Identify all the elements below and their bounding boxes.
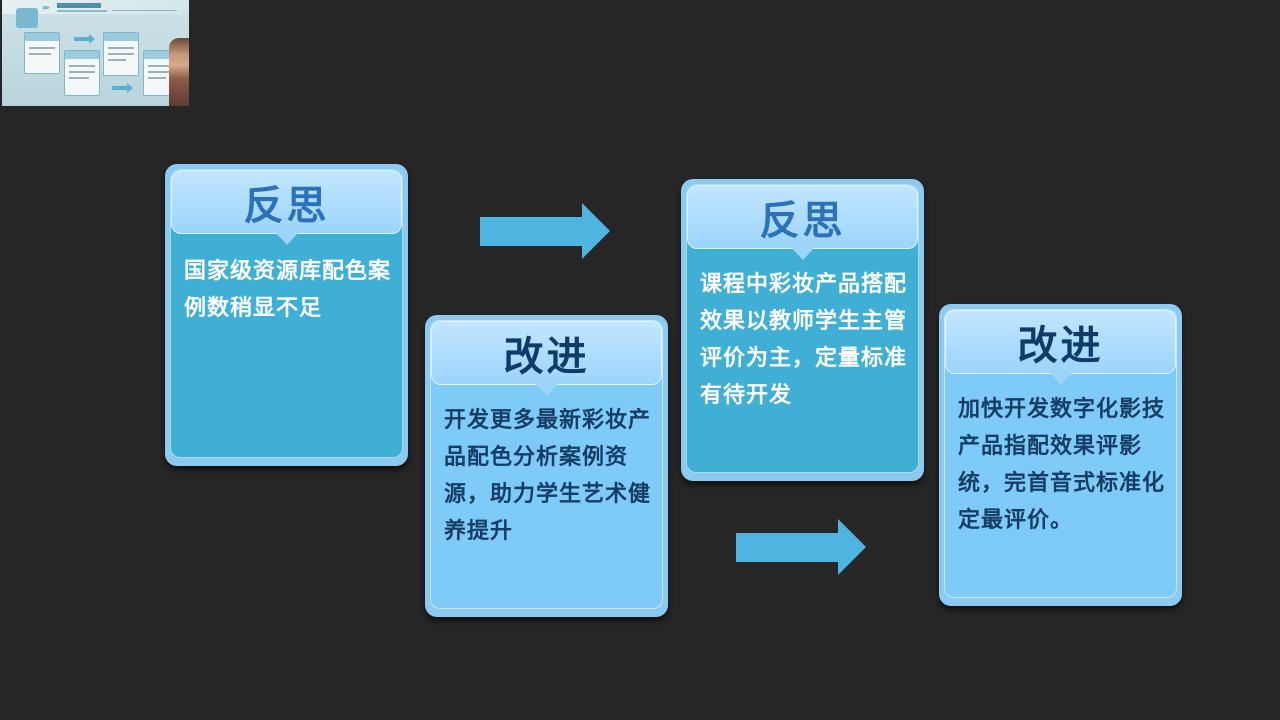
presenter-video (169, 38, 189, 106)
card-title: 改进 (503, 334, 590, 380)
right-arrow-icon (736, 519, 866, 575)
slide-thumbnail[interactable]: »» (2, 0, 189, 106)
card-caption: 反思 (687, 185, 918, 260)
reflection-card-1: 反思 国家级资源库配色案例数稍显不足 (165, 164, 408, 466)
thumbnail-title-bar (57, 3, 101, 8)
card-title: 反思 (243, 183, 330, 229)
card-caption: 反思 (171, 170, 402, 245)
thumbnail-card (103, 32, 139, 76)
thumbnail-rule (112, 10, 177, 11)
improvement-card-2: 改进 加快开发数字化影技产品指配效果评影统，完首音式标准化定最评价。 (939, 304, 1182, 606)
right-arrow-icon (480, 203, 610, 259)
card-text: 开发更多最新彩妆产品配色分析案例资源，助力学生艺术健养提升 (444, 408, 652, 544)
thumbnail-card (64, 50, 100, 96)
card-text: 加快开发数字化影技产品指配效果评影统，完首音式标准化定最评价。 (958, 397, 1166, 533)
card-title: 反思 (759, 198, 846, 244)
card-caption: 改进 (431, 321, 662, 396)
card-text: 课程中彩妆产品搭配效果以教师学生主管评价为主，定量标准有待开发 (700, 272, 908, 408)
thumbnail-logo (16, 8, 38, 28)
improvement-card-1: 改进 开发更多最新彩妆产品配色分析案例资源，助力学生艺术健养提升 (425, 315, 668, 617)
thumbnail-chevron-icon: »» (42, 3, 50, 12)
reflection-card-2: 反思 课程中彩妆产品搭配效果以教师学生主管评价为主，定量标准有待开发 (681, 179, 924, 481)
card-text: 国家级资源库配色案例数稍显不足 (184, 259, 392, 321)
thumbnail-card (24, 32, 60, 74)
thumbnail-arrow-icon (74, 34, 95, 44)
card-title: 改进 (1017, 323, 1104, 369)
thumbnail-arrow-icon (112, 83, 133, 93)
thumbnail-subtitle-bar (57, 10, 107, 12)
card-caption: 改进 (945, 310, 1176, 385)
